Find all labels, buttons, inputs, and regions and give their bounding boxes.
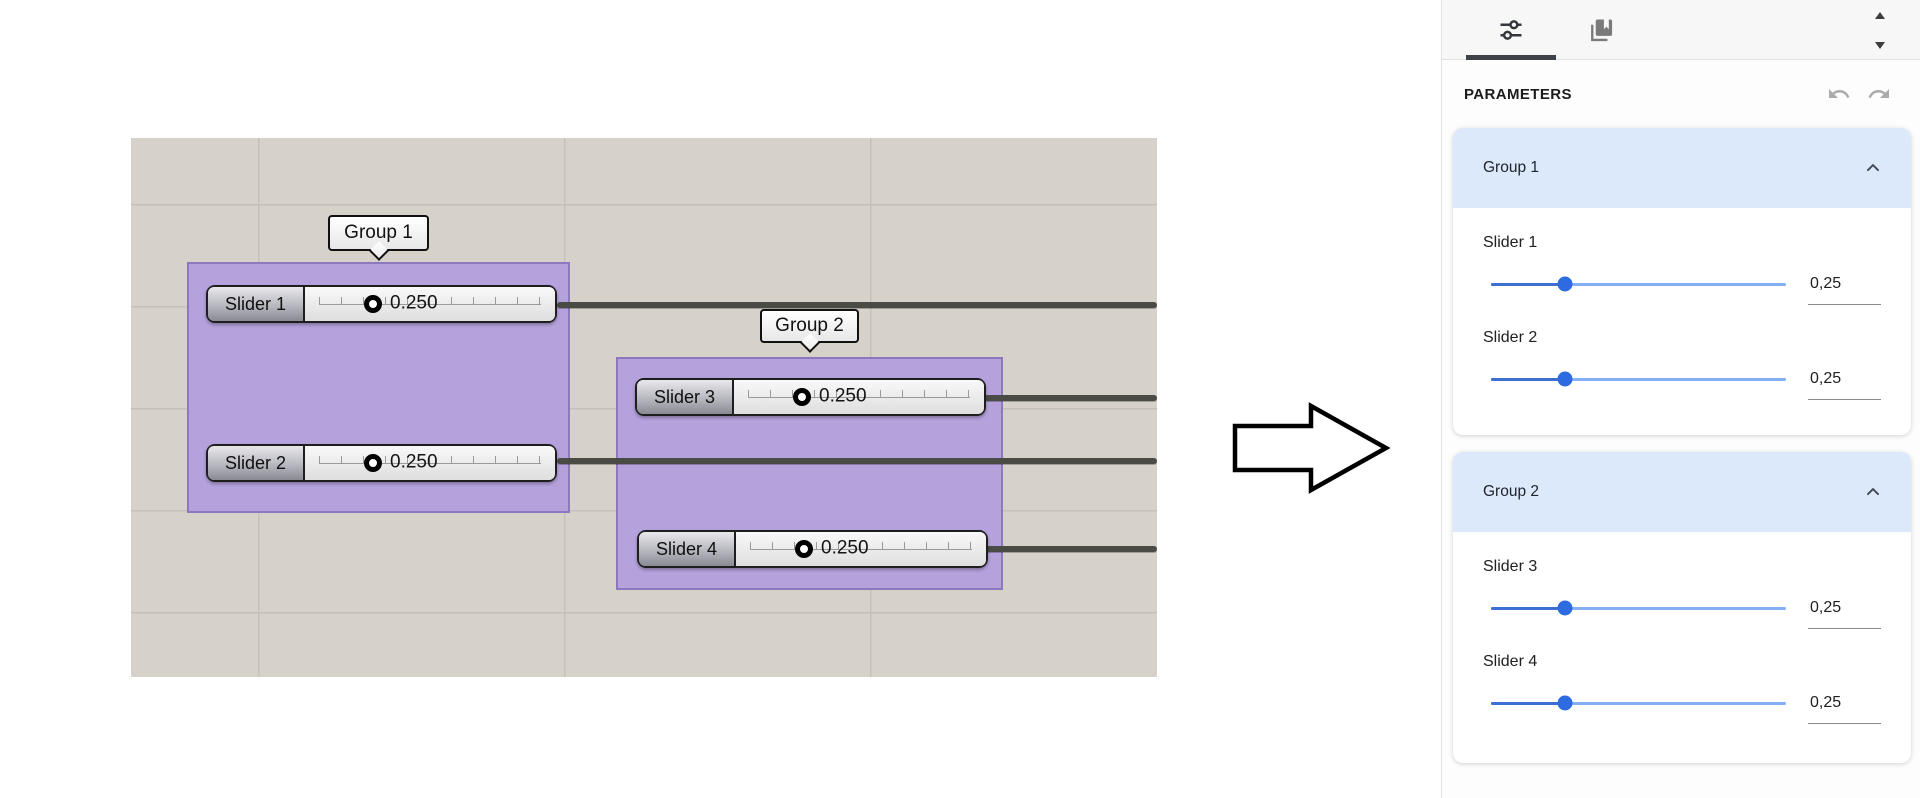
grasshopper-canvas[interactable]: Slider 1 0.250 Slider 2 0.250 Slider 3 0… <box>131 138 1157 677</box>
slider-1-value-field[interactable]: 0,25 <box>1808 273 1881 305</box>
scroll-down-icon[interactable] <box>1872 38 1888 52</box>
group-1-title: Group 1 <box>1483 159 1540 176</box>
gh-slider-1-knob[interactable] <box>363 295 382 313</box>
wire-slider-3[interactable] <box>984 395 1157 401</box>
gh-slider-2-name: Slider 2 <box>208 446 305 480</box>
wire-slider-4[interactable] <box>984 546 1157 552</box>
gh-slider-4-value: 0.250 <box>821 537 869 559</box>
track <box>1491 377 1786 381</box>
gh-slider-1-track[interactable]: 0.250 <box>305 287 565 321</box>
chevron-up-icon <box>1867 488 1879 496</box>
library-tab-icon <box>1591 19 1613 42</box>
slider-1-row: 0,25 <box>1483 269 1881 305</box>
parameter-group-2-card: Group 2 Slider 3 0,25 Slider 4 <box>1453 452 1911 763</box>
gh-slider-3-name: Slider 3 <box>637 380 734 414</box>
ruler-line <box>748 397 970 398</box>
gh-slider-3-track[interactable]: 0.250 <box>734 380 994 414</box>
slider-4-input[interactable] <box>1491 688 1786 718</box>
tab-parameters[interactable] <box>1489 8 1533 52</box>
group-1-header[interactable]: Group 1 <box>1453 128 1911 208</box>
track <box>1491 282 1786 286</box>
group-1-body: Slider 1 0,25 Slider 2 <box>1453 233 1911 400</box>
slider-3-label: Slider 3 <box>1483 558 1538 575</box>
slider-4-value-field[interactable]: 0,25 <box>1808 692 1881 724</box>
group-2-header[interactable]: Group 2 <box>1453 452 1911 532</box>
track-fill <box>1491 701 1565 705</box>
ruler-line <box>319 463 541 464</box>
group-2-body: Slider 3 0,25 Slider 4 <box>1453 557 1911 724</box>
slider-1-thumb[interactable] <box>1557 276 1573 292</box>
gh-slider-3-knob[interactable] <box>792 388 811 406</box>
gh-slider-2-knob[interactable] <box>363 454 382 472</box>
slider-3-value-field[interactable]: 0,25 <box>1808 597 1881 629</box>
undo-button[interactable] <box>1826 81 1852 107</box>
slider-3-row: 0,25 <box>1483 593 1881 629</box>
group-2-title: Group 2 <box>1483 483 1540 500</box>
track-fill <box>1491 606 1565 610</box>
slider-2-input[interactable] <box>1491 364 1786 394</box>
block-arrow-right-icon <box>1232 402 1391 494</box>
gh-number-slider-2[interactable]: Slider 2 0.250 <box>206 444 565 482</box>
ruler-ticks <box>319 456 541 463</box>
parameters-panel: PARAMETERS Group 1 Slider 1 <box>1441 0 1920 798</box>
gh-number-slider-3[interactable]: Slider 3 0.250 <box>635 378 994 416</box>
group-2-label-text: Group 2 <box>775 315 844 336</box>
slider-2-value-field[interactable]: 0,25 <box>1808 368 1881 400</box>
slider-2-thumb[interactable] <box>1557 371 1573 387</box>
track <box>1491 606 1786 610</box>
slider-2-row: 0,25 <box>1483 364 1881 400</box>
group-1-label-text: Group 1 <box>344 222 413 243</box>
ruler-ticks <box>319 297 541 304</box>
gh-slider-4-name: Slider 4 <box>639 532 736 566</box>
scroll-up-icon[interactable] <box>1872 8 1888 22</box>
slider-4-label: Slider 4 <box>1483 653 1538 670</box>
active-tab-indicator <box>1466 55 1556 60</box>
gh-number-slider-1[interactable]: Slider 1 0.250 <box>206 285 565 323</box>
group-1-label-tag: Group 1 <box>328 215 429 261</box>
redo-icon <box>1868 89 1889 98</box>
tab-library[interactable] <box>1579 8 1623 52</box>
label-tag-pointer <box>368 241 389 261</box>
ruler-line <box>319 304 541 305</box>
gh-slider-1-value: 0.250 <box>390 292 438 314</box>
chevron-up-icon <box>1867 164 1879 172</box>
gh-slider-2-track[interactable]: 0.250 <box>305 446 565 480</box>
track-fill <box>1491 282 1565 286</box>
undo-icon <box>1829 89 1850 98</box>
panel-header: PARAMETERS <box>1442 60 1920 128</box>
slider-2-label: Slider 2 <box>1483 329 1538 346</box>
parameter-group-1-card: Group 1 Slider 1 0,25 Slider 2 <box>1453 128 1911 435</box>
group-2-label-tag: Group 2 <box>760 309 859 353</box>
gh-slider-2-value: 0.250 <box>390 451 438 473</box>
ruler-ticks <box>750 542 972 549</box>
gh-slider-4-track[interactable]: 0.250 <box>736 532 996 566</box>
slider-4-thumb[interactable] <box>1557 695 1573 711</box>
parameter-slider-3-block: Slider 3 0,25 <box>1483 557 1881 629</box>
ruler-ticks <box>748 390 970 397</box>
slider-1-input[interactable] <box>1491 269 1786 299</box>
panel-title: PARAMETERS <box>1464 85 1572 103</box>
gh-number-slider-4[interactable]: Slider 4 0.250 <box>637 530 996 568</box>
parameter-slider-1-block: Slider 1 0,25 <box>1483 233 1881 305</box>
slider-1-label: Slider 1 <box>1483 234 1538 251</box>
ruler-line <box>750 549 972 550</box>
track <box>1491 701 1786 705</box>
slider-3-input[interactable] <box>1491 593 1786 623</box>
sliders-tab-icon <box>1500 20 1522 40</box>
panel-tab-bar <box>1442 0 1920 60</box>
track-fill <box>1491 377 1565 381</box>
slider-3-thumb[interactable] <box>1557 600 1573 616</box>
wire-slider-2[interactable] <box>557 458 1157 464</box>
gh-slider-3-value: 0.250 <box>819 385 867 407</box>
gh-slider-1-name: Slider 1 <box>208 287 305 321</box>
gh-slider-4-knob[interactable] <box>794 540 813 558</box>
parameter-slider-4-block: Slider 4 0,25 <box>1483 652 1881 724</box>
redo-button[interactable] <box>1866 81 1892 107</box>
parameter-slider-2-block: Slider 2 0,25 <box>1483 328 1881 400</box>
wire-slider-1[interactable] <box>557 302 1157 308</box>
slider-4-row: 0,25 <box>1483 688 1881 724</box>
